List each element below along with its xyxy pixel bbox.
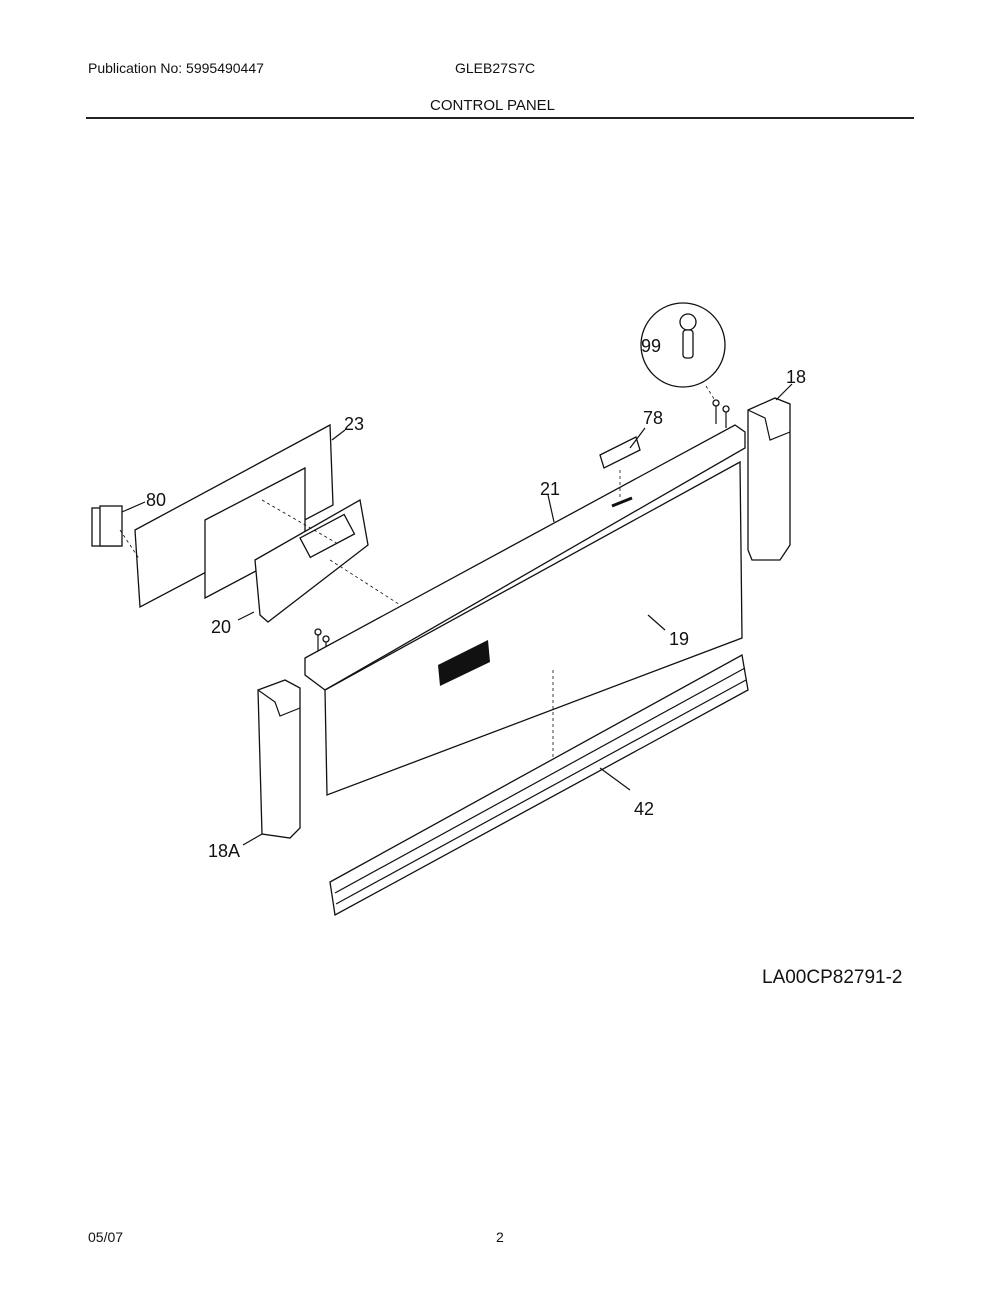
callout-23: 23 bbox=[344, 414, 364, 434]
callout-19: 19 bbox=[669, 629, 689, 649]
header-divider bbox=[86, 117, 914, 119]
publication-number: Publication No: 5995490447 bbox=[88, 60, 264, 76]
callout-80: 80 bbox=[146, 490, 166, 510]
callout-42: 42 bbox=[634, 799, 654, 819]
control-panel-trim bbox=[304, 424, 746, 691]
end-cap-right bbox=[747, 397, 791, 561]
screws-right bbox=[712, 399, 730, 428]
callout-20: 20 bbox=[211, 617, 231, 637]
clock-control-board bbox=[254, 498, 369, 623]
end-cap-left bbox=[257, 679, 301, 839]
section-title: CONTROL PANEL bbox=[430, 97, 556, 114]
callout-18: 18 bbox=[786, 367, 806, 387]
model-number: GLEB27S7C bbox=[455, 60, 536, 76]
vent-grille bbox=[329, 653, 749, 917]
connector-block bbox=[91, 505, 123, 547]
badge-label bbox=[599, 436, 641, 508]
screw-detail-circle bbox=[640, 302, 726, 403]
drawing-code: LA00CP82791-2 bbox=[762, 967, 903, 988]
page-number: 2 bbox=[496, 1229, 504, 1245]
callout-99: 99 bbox=[641, 336, 661, 356]
mounting-plate bbox=[134, 423, 334, 609]
control-panel-glass bbox=[324, 460, 743, 796]
callout-21: 21 bbox=[540, 479, 560, 499]
callout-18a: 18A bbox=[208, 841, 240, 861]
callout-78: 78 bbox=[643, 408, 663, 428]
footer-date: 05/07 bbox=[88, 1229, 124, 1245]
